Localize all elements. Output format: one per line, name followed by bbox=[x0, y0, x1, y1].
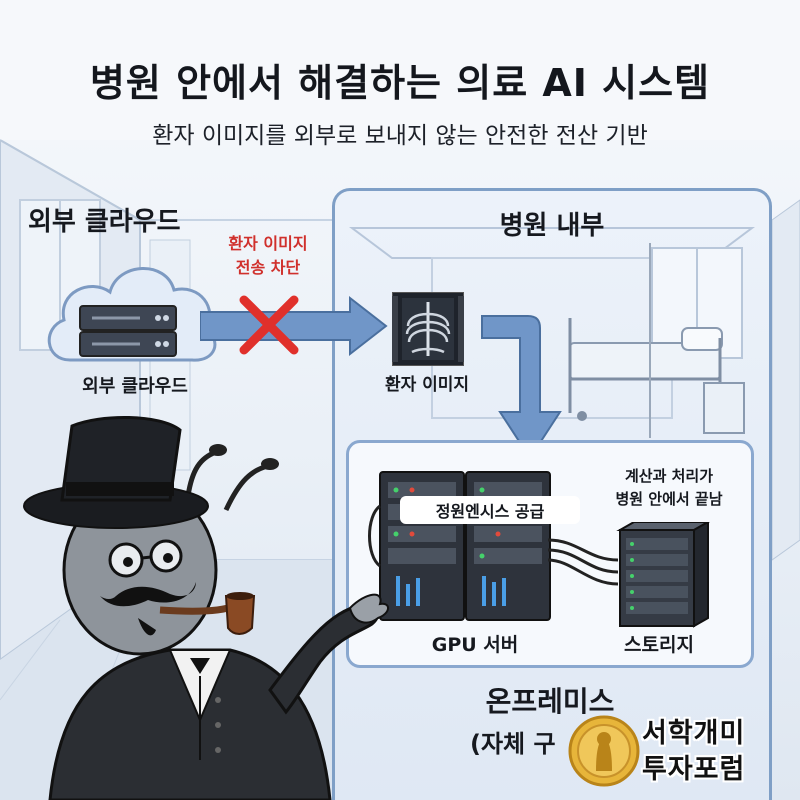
cloud-icon bbox=[47, 267, 217, 362]
brand-name-line1: 서학개미 bbox=[642, 718, 746, 749]
onpremise-sublabel: (자체 구 bbox=[470, 730, 556, 758]
page-title: 병원 안에서 해결하는 의료 AI 시스템 bbox=[89, 61, 711, 105]
blocked-transfer-label: 환자 이미지 전송 차단 bbox=[198, 232, 338, 280]
compute-note-line1: 계산과 처리가 bbox=[624, 467, 714, 485]
xray-icon bbox=[392, 292, 464, 366]
external-cloud-heading: 외부 클라우드 bbox=[28, 207, 181, 237]
brand-name-line2: 투자포럼 bbox=[642, 754, 746, 785]
blocked-label-line1: 환자 이미지 bbox=[228, 234, 308, 253]
onpremise-label: 온프레미스 bbox=[485, 685, 615, 718]
flow-arrow-down bbox=[481, 315, 562, 460]
blocked-x-icon bbox=[239, 295, 299, 355]
supplier-label: 정원엔시스 공급 bbox=[400, 496, 580, 524]
brand-medal-icon bbox=[568, 715, 640, 787]
gpu-server-caption: GPU 서버 bbox=[431, 634, 519, 656]
storage-caption: 스토리지 bbox=[624, 634, 694, 656]
data-cables bbox=[548, 538, 619, 586]
server-icon bbox=[79, 305, 177, 357]
compute-note: 계산과 처리가 병원 안에서 끝남 bbox=[584, 465, 754, 511]
xray-caption: 환자 이미지 bbox=[384, 375, 470, 395]
hospital-bed-icon bbox=[568, 318, 723, 421]
page-subtitle: 환자 이미지를 외부로 보내지 않는 안전한 전산 기반 bbox=[152, 123, 648, 149]
blocked-label-line2: 전송 차단 bbox=[235, 258, 301, 277]
mascot-character bbox=[23, 415, 389, 800]
compute-note-line2: 병원 안에서 끝남 bbox=[615, 490, 723, 508]
cloud-caption: 외부 클라우드 bbox=[82, 376, 188, 397]
brand-badge: 서학개미 투자포럼 bbox=[566, 705, 786, 789]
blocked-transfer-arrow bbox=[200, 295, 388, 357]
hospital-heading: 병원 내부 bbox=[499, 211, 605, 241]
storage-icon bbox=[616, 522, 711, 628]
